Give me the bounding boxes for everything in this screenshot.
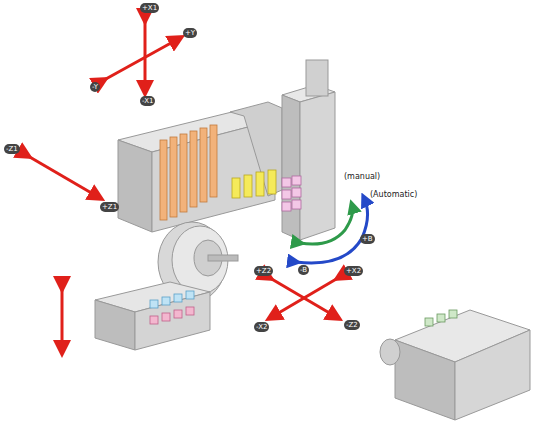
axis-label: +X2 [344,266,363,276]
axis-label: -B [298,265,309,275]
axis-label: +B [360,234,375,244]
axis-label: +X1 [140,3,159,13]
axis-label: (manual) [344,172,380,182]
axis-label: +Z2 [254,266,273,276]
axis-label: +Z1 [100,202,119,212]
axis-label: (Automatic) [370,190,417,200]
axis-label: -Z1 [4,144,20,154]
axis-label: -Z2 [344,320,360,330]
axis-label: -Y [90,82,100,92]
axis-label: -X1 [140,96,155,106]
axis-label: -X2 [254,322,269,332]
axis-label: +Y [183,28,197,38]
